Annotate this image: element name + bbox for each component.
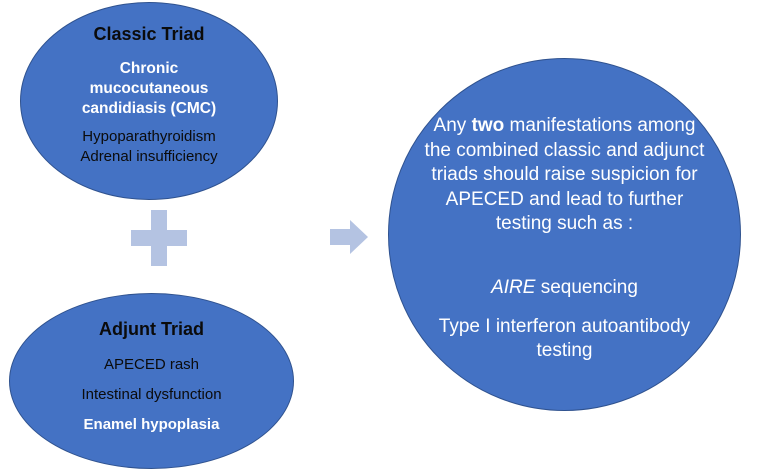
- adjunct-triad-item-intestinal-dysfunction: Intestinal dysfunction: [81, 386, 222, 403]
- classic-triad-item-adrenal-insufficiency: Adrenal insufficiency: [80, 148, 218, 165]
- classic-triad-ellipse: Classic Triad Chronic mucocutaneous cand…: [20, 2, 278, 200]
- right-arrow-icon: [330, 220, 368, 254]
- adjunct-triad-ellipse: Adjunt Triad APECED rash Intestinal dysf…: [9, 293, 294, 469]
- result-circle: Any two manifestations among the combine…: [388, 58, 741, 411]
- plus-icon: [131, 210, 187, 266]
- classic-triad-item-cmc: Chronic mucocutaneous candidiasis (CMC): [76, 59, 222, 119]
- adjunct-triad-item-apeced-rash: APECED rash: [103, 356, 200, 373]
- result-text-before: Any: [433, 115, 472, 136]
- classic-triad-item-hypoparathyroidism: Hypoparathyroidism: [82, 128, 216, 145]
- result-keyword: two: [471, 115, 505, 136]
- test-aire-gene: AIRE: [491, 277, 536, 298]
- test-aire-sequencing: AIRE sequencing: [389, 277, 740, 299]
- cmc-label: Chronic mucocutaneous candidiasis (CMC): [81, 60, 217, 117]
- adjunct-triad-title: Adjunt Triad: [99, 319, 204, 339]
- adjunct-triad-item-enamel-hypoplasia: Enamel hypoplasia: [83, 416, 220, 433]
- test-aire-rest: sequencing: [535, 277, 638, 298]
- classic-triad-title: Classic Triad: [93, 24, 205, 44]
- result-text-after: manifestations among the combined classi…: [424, 115, 705, 234]
- test-interferon-autoantibody: Type I interferon autoantibody testing: [438, 316, 691, 361]
- result-statement: Any two manifestations among the combine…: [419, 114, 710, 237]
